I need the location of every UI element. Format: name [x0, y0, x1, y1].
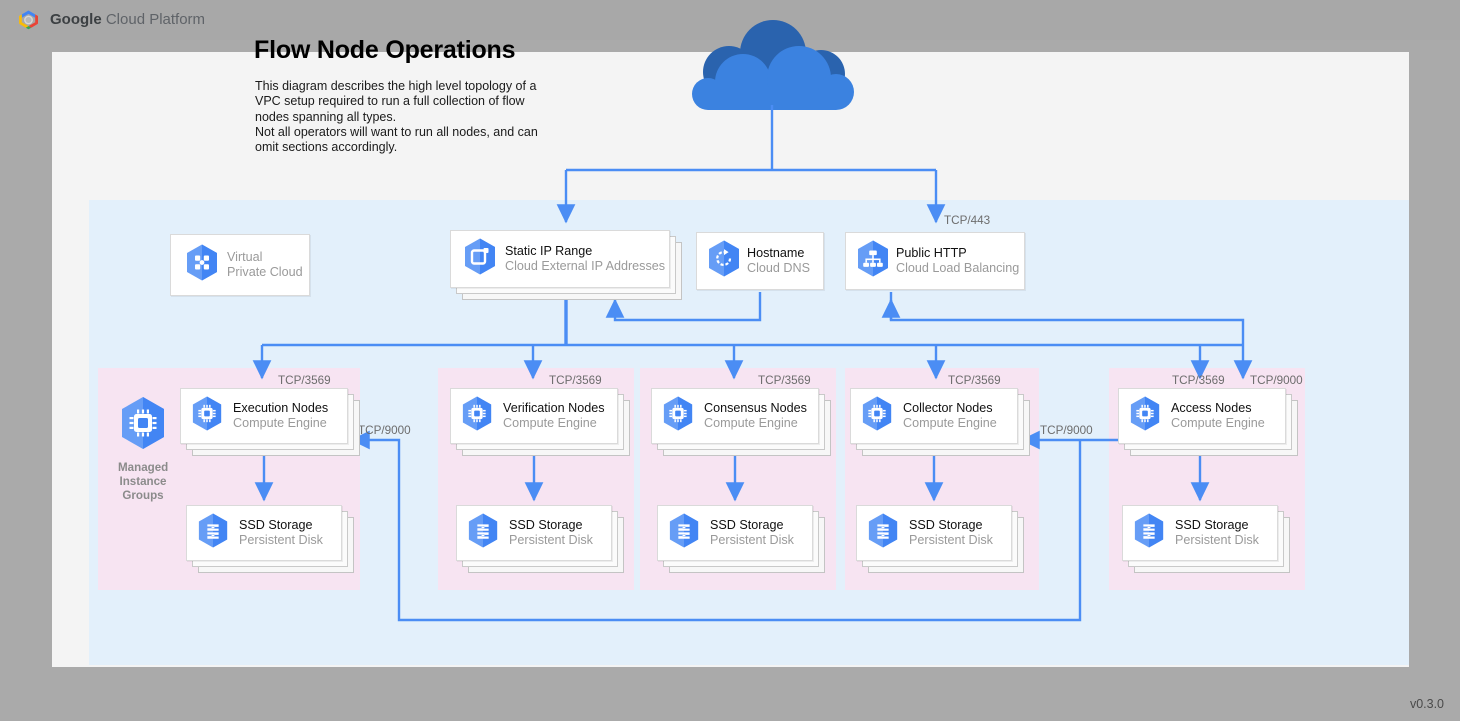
node-card-public-http[interactable]: Public HTTP Cloud Load Balancing — [845, 232, 1025, 290]
compute-engine-icon — [118, 396, 168, 455]
node-subtitle: Cloud Load Balancing — [896, 261, 1020, 275]
cloud-load-balancing-icon — [856, 240, 890, 283]
node-card-collector-nodes[interactable]: Collector Nodes Compute Engine — [850, 388, 1030, 458]
managed-instance-groups-text: Managed Instance Groups — [118, 461, 169, 502]
storage-card-consensus[interactable]: SSD Storage Persistent Disk — [657, 505, 825, 575]
node-card-virtual-private-cloud[interactable]: Virtual Private Cloud — [170, 234, 310, 296]
storage-subtitle: Persistent Disk — [909, 533, 993, 547]
node-subtitle: Compute Engine — [704, 416, 798, 430]
persistent-disk-icon — [867, 513, 899, 554]
node-subtitle: Cloud DNS — [747, 261, 810, 275]
version-label: v0.3.0 — [1409, 697, 1444, 711]
node-card-verification-nodes[interactable]: Verification Nodes Compute Engine — [450, 388, 630, 458]
storage-subtitle: Persistent Disk — [239, 533, 323, 547]
virtual-private-cloud-icon — [185, 244, 219, 287]
external-ip-icon — [463, 238, 497, 281]
persistent-disk-icon — [467, 513, 499, 554]
node-title: Execution Nodes — [233, 401, 329, 415]
port-label-tcp9000-execution-in: TCP/9000 — [358, 424, 411, 437]
node-title: Consensus Nodes — [704, 401, 807, 415]
page-title: Flow Node Operations — [254, 36, 516, 64]
storage-card-collector[interactable]: SSD Storage Persistent Disk — [856, 505, 1024, 575]
compute-engine-icon — [662, 396, 694, 437]
storage-subtitle: Persistent Disk — [1175, 533, 1259, 547]
gcp-top-bar: Google Cloud Platform — [0, 0, 1460, 40]
node-title: Static IP Range — [505, 244, 593, 258]
gcp-brand-rest: Cloud Platform — [101, 11, 206, 28]
port-label-tcp3569-access: TCP/3569 — [1172, 374, 1225, 387]
node-subtitle: Compute Engine — [233, 416, 327, 430]
storage-subtitle: Persistent Disk — [710, 533, 794, 547]
node-title: Hostname — [747, 246, 805, 260]
managed-instance-groups-label: Managed Instance Groups — [118, 396, 168, 503]
storage-title: SSD Storage — [710, 518, 784, 532]
node-title: Access Nodes — [1171, 401, 1252, 415]
port-label-tcp3569-verification: TCP/3569 — [549, 374, 602, 387]
storage-title: SSD Storage — [509, 518, 583, 532]
gcp-brand-bold: Google — [50, 11, 102, 28]
compute-engine-icon — [1129, 396, 1161, 437]
storage-card-access[interactable]: SSD Storage Persistent Disk — [1122, 505, 1290, 575]
node-card-access-nodes[interactable]: Access Nodes Compute Engine — [1118, 388, 1298, 458]
persistent-disk-icon — [1133, 513, 1165, 554]
node-title: Collector Nodes — [903, 401, 993, 415]
compute-engine-icon — [461, 396, 493, 437]
node-subtitle: Private Cloud — [227, 265, 303, 279]
node-card-consensus-nodes[interactable]: Consensus Nodes Compute Engine — [651, 388, 831, 458]
port-label-tcp3569-consensus: TCP/3569 — [758, 374, 811, 387]
node-title: Verification Nodes — [503, 401, 605, 415]
storage-title: SSD Storage — [909, 518, 983, 532]
gcp-brand-title: Google Cloud Platform — [50, 11, 205, 28]
node-card-static-ip-range[interactable]: Static IP Range Cloud External IP Addres… — [450, 230, 682, 302]
cloud-icon — [681, 20, 863, 110]
node-title: Virtual — [227, 250, 263, 264]
node-card-execution-nodes[interactable]: Execution Nodes Compute Engine — [180, 388, 360, 458]
storage-title: SSD Storage — [1175, 518, 1249, 532]
storage-card-execution[interactable]: SSD Storage Persistent Disk — [186, 505, 354, 575]
cloud-dns-icon — [707, 240, 741, 283]
storage-subtitle: Persistent Disk — [509, 533, 593, 547]
node-subtitle: Compute Engine — [503, 416, 597, 430]
node-title: Public HTTP — [896, 246, 967, 260]
node-subtitle: Compute Engine — [903, 416, 997, 430]
port-label-tcp3569-execution: TCP/3569 — [278, 374, 331, 387]
node-subtitle: Compute Engine — [1171, 416, 1265, 430]
port-label-tcp3569-collector: TCP/3569 — [948, 374, 1001, 387]
port-label-tcp9000-access-in: TCP/9000 — [1250, 374, 1303, 387]
port-label-tcp443: TCP/443 — [944, 214, 991, 227]
persistent-disk-icon — [197, 513, 229, 554]
gcp-hexagon-logo-icon — [16, 8, 42, 34]
port-label-tcp9000-collector-in: TCP/9000 — [1040, 424, 1093, 437]
compute-engine-icon — [191, 396, 223, 437]
node-subtitle: Cloud External IP Addresses — [505, 259, 666, 273]
persistent-disk-icon — [668, 513, 700, 554]
storage-title: SSD Storage — [239, 518, 313, 532]
compute-engine-icon — [861, 396, 893, 437]
storage-card-verification[interactable]: SSD Storage Persistent Disk — [456, 505, 624, 575]
node-card-hostname[interactable]: Hostname Cloud DNS — [696, 232, 824, 290]
page-description: This diagram describes the high level to… — [255, 79, 538, 155]
